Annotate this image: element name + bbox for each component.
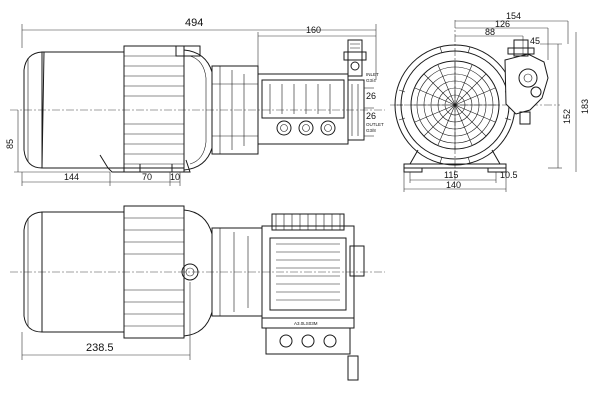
dim-494-label: 494 — [185, 17, 203, 29]
motor-fins — [124, 55, 184, 165]
inlet-label: INLET — [366, 72, 379, 77]
dim-10-label: 10 — [170, 172, 180, 182]
dim-overall-length: 494 — [21, 17, 377, 80]
dim-154-label: 154 — [506, 11, 521, 21]
unloader-valve — [343, 39, 367, 77]
housing-fin-marks — [397, 46, 513, 164]
outlet-label: OUTLET — [366, 122, 384, 127]
dim-end-heights: 152 183 — [540, 32, 590, 172]
plan-motor-end-cap — [23, 211, 43, 333]
terminal-box — [175, 45, 201, 57]
end-view-pump — [504, 39, 549, 125]
dim-70-label: 70 — [142, 172, 152, 182]
dim-88-label: 88 — [485, 27, 495, 37]
inlet-thread: G3/4 — [366, 78, 376, 83]
dim-pump-length: 160 — [257, 25, 376, 68]
pump-dim-26a: 26 — [366, 91, 376, 101]
plan-pump-head: A3.0LS03M — [261, 213, 365, 381]
dim-45-label: 45 — [530, 36, 540, 46]
dim-126-label: 126 — [495, 19, 510, 29]
pump-head — [257, 73, 365, 145]
end-view-feet — [403, 149, 507, 173]
dim-85-label: 85 — [5, 139, 15, 149]
pump-dim-26b: 26 — [366, 111, 376, 121]
dim-115-label: 115 — [444, 170, 458, 180]
dim-height-85: 85 — [5, 110, 110, 173]
dim-152-label: 152 — [562, 109, 572, 124]
dim-10-5-label: 10.5 — [500, 170, 518, 180]
side-view: 494 160 — [5, 17, 385, 186]
dim-base: 144 70 10 — [21, 172, 181, 186]
plan-fin-lines — [124, 217, 184, 327]
plan-view: A3.0LS03M 238.5 — [10, 205, 385, 381]
dim-end-feet: 115 140 10.5 — [403, 170, 518, 192]
dim-bottom-length: 238.5 — [21, 282, 191, 360]
outlet-thread: G3/8 — [366, 128, 376, 133]
dim-160-label: 160 — [306, 25, 321, 35]
end-view: 154 126 88 45 — [390, 11, 590, 192]
motor-feet — [99, 154, 191, 173]
plate-text: A3.0LS03M — [294, 321, 318, 326]
dim-238-5-label: 238.5 — [86, 342, 114, 354]
fan-grille — [411, 61, 499, 149]
dim-183-label: 183 — [580, 99, 590, 114]
dim-end-widths: 154 126 88 45 — [455, 11, 569, 60]
plan-terminal-plug — [181, 263, 199, 281]
dim-144-label: 144 — [64, 172, 79, 182]
motor-end-cap — [23, 51, 45, 169]
motor-fin-section — [123, 45, 185, 173]
dim-140-label: 140 — [446, 180, 461, 190]
